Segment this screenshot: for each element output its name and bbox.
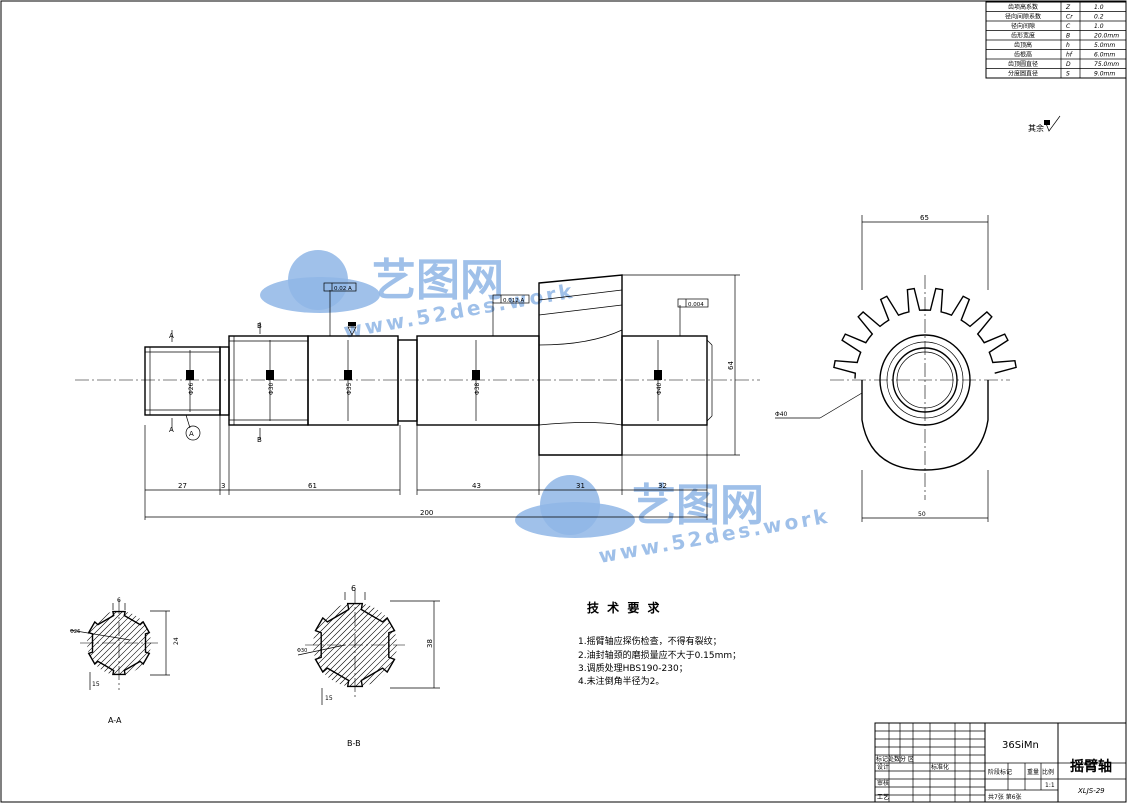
tolerance-3: 0.004	[688, 302, 704, 308]
dim-dia4: Φ38	[474, 382, 481, 395]
dim-dia1: Φ26	[188, 382, 195, 395]
param-value: 20.0mm	[1094, 33, 1119, 40]
dim-phi: Φ40	[775, 411, 788, 418]
param-label: 径向间隙	[1011, 22, 1035, 30]
dim-3: 3	[221, 482, 225, 490]
datum-circle	[185, 425, 201, 441]
tech-title: 技 术 要 求	[587, 600, 662, 615]
sec-b-leader: Φ30	[297, 648, 307, 654]
sec-b-top-dim: 6	[351, 584, 356, 593]
param-label: 齿根高	[1014, 51, 1032, 59]
sec-a-leader: Φ26	[70, 629, 80, 635]
watermark-bottom: 艺图网 www.52des.work	[515, 475, 832, 568]
section-marker-b-top: B	[257, 322, 262, 330]
param-symbol: S	[1066, 71, 1070, 78]
param-label: 分度圆直径	[1008, 70, 1038, 78]
section-a-a: 6 24 Φ26 15 A-A	[69, 597, 180, 725]
param-label: 齿项高系数	[1008, 3, 1038, 11]
section-a-label: A-A	[108, 716, 122, 725]
param-symbol: Cr	[1066, 14, 1073, 21]
section-b-b: 6 38 Φ30 15 B-B	[297, 584, 440, 748]
section-marker-b-bottom: B	[257, 436, 262, 444]
roughness-note: 其余	[1028, 115, 1061, 133]
dim-dia2: Φ30	[268, 382, 275, 395]
sec-b-ang: 15	[325, 695, 333, 702]
roughness-note-text: 其余	[1028, 123, 1044, 133]
material: 36SiMn	[1002, 740, 1039, 751]
tb-weight: 重量	[1027, 768, 1039, 776]
title-block: 36SiMn 摇臂轴 XLJS-29 标记处数分 区 设计 标准化 审核 工艺 …	[874, 722, 1127, 803]
param-symbol: C	[1066, 23, 1071, 30]
tech-requirements: 技 术 要 求 1.摇臂轴应探伤检查，不得有裂纹； 2.油封轴颈的磨损量应不大于…	[578, 600, 741, 687]
tb-scale-label: 比例	[1042, 768, 1054, 776]
tb-row-5: 工艺	[877, 793, 889, 801]
tb-stage: 阶段标记	[988, 768, 1012, 776]
dim-43: 43	[472, 482, 481, 490]
param-symbol: Z	[1065, 4, 1071, 11]
param-value: 0.2	[1094, 14, 1104, 21]
param-symbol: h	[1066, 42, 1070, 49]
param-symbol: B	[1066, 33, 1070, 40]
section-marker-a-top: A	[169, 332, 174, 340]
dim-height: 64	[727, 361, 735, 370]
param-value: 9.0mm	[1094, 71, 1115, 78]
watermark-brand: 艺图网	[372, 255, 504, 306]
tolerance-2: 0.012 A	[503, 298, 524, 304]
tb-sheet: 共7张 第6张	[988, 793, 1022, 801]
part-name: 摇臂轴	[1070, 758, 1112, 775]
section-marker-a-bottom: A	[169, 426, 174, 434]
param-value: 1.0	[1094, 4, 1104, 11]
dim-total: 200	[420, 509, 433, 517]
tb-scale: 1:1	[1045, 782, 1055, 789]
tb-row-2: 设计	[877, 763, 889, 771]
tb-row-4: 审核	[877, 779, 889, 787]
dim-27: 27	[178, 482, 187, 490]
param-value: 1.0	[1094, 23, 1104, 30]
tb-row-3: 标准化	[931, 763, 949, 771]
param-label: 齿顶圆直径	[1008, 60, 1038, 68]
section-b-label: B-B	[347, 739, 361, 748]
dim-32: 32	[658, 482, 667, 490]
sec-b-side-dim: 38	[426, 639, 434, 648]
gear-side-view: 65 50 Φ40	[775, 214, 1017, 522]
tolerance-1: 0.02 A	[334, 286, 352, 292]
param-symbol: D	[1066, 61, 1071, 68]
sec-a-ang: 15	[92, 681, 100, 688]
shaft-front-view: Φ26 Φ30 Φ35 Φ38 Φ40 A A B B A 0.02 A 0.0…	[75, 274, 760, 520]
tb-row-1: 标记处数分 区	[876, 755, 914, 763]
param-label: 齿顶高	[1014, 41, 1032, 49]
sec-a-side-dim: 24	[173, 637, 180, 645]
watermark-brand-2: 艺图网	[632, 480, 764, 531]
tech-item-4: 4.未注倒角半径为2。	[578, 675, 664, 687]
sec-a-top-dim: 6	[117, 597, 121, 604]
param-value: 6.0mm	[1094, 52, 1115, 59]
part-code: XLJS-29	[1077, 787, 1105, 795]
param-table: 齿项高系数 Z 1.0 径向间隙系数 Cr 0.2 径向间隙 C 1.0 齿形宽度 B 20.0mm 齿…	[985, 1, 1127, 79]
dim-dia3: Φ35	[346, 382, 353, 395]
param-value: 75.0mm	[1094, 61, 1119, 68]
dim-dia5: Φ40	[656, 382, 663, 395]
param-value: 5.0mm	[1094, 42, 1115, 49]
dim-base: 50	[918, 511, 926, 518]
tech-item-3: 3.调质处理HBS190-230；	[578, 662, 688, 674]
tech-item-1: 1.摇臂轴应探伤检查，不得有裂纹；	[578, 635, 722, 647]
param-label: 齿形宽度	[1011, 32, 1035, 40]
dim-61: 61	[308, 482, 317, 490]
dim-31: 31	[576, 482, 585, 490]
datum-label: A	[189, 430, 194, 438]
param-symbol: hf	[1066, 52, 1073, 59]
dim-width: 65	[920, 214, 929, 222]
param-label: 径向间隙系数	[1005, 13, 1041, 21]
watermark-top: 艺图网 www.52des.work	[260, 250, 577, 343]
tech-item-2: 2.油封轴颈的磨损量应不大于0.15mm；	[578, 649, 741, 661]
